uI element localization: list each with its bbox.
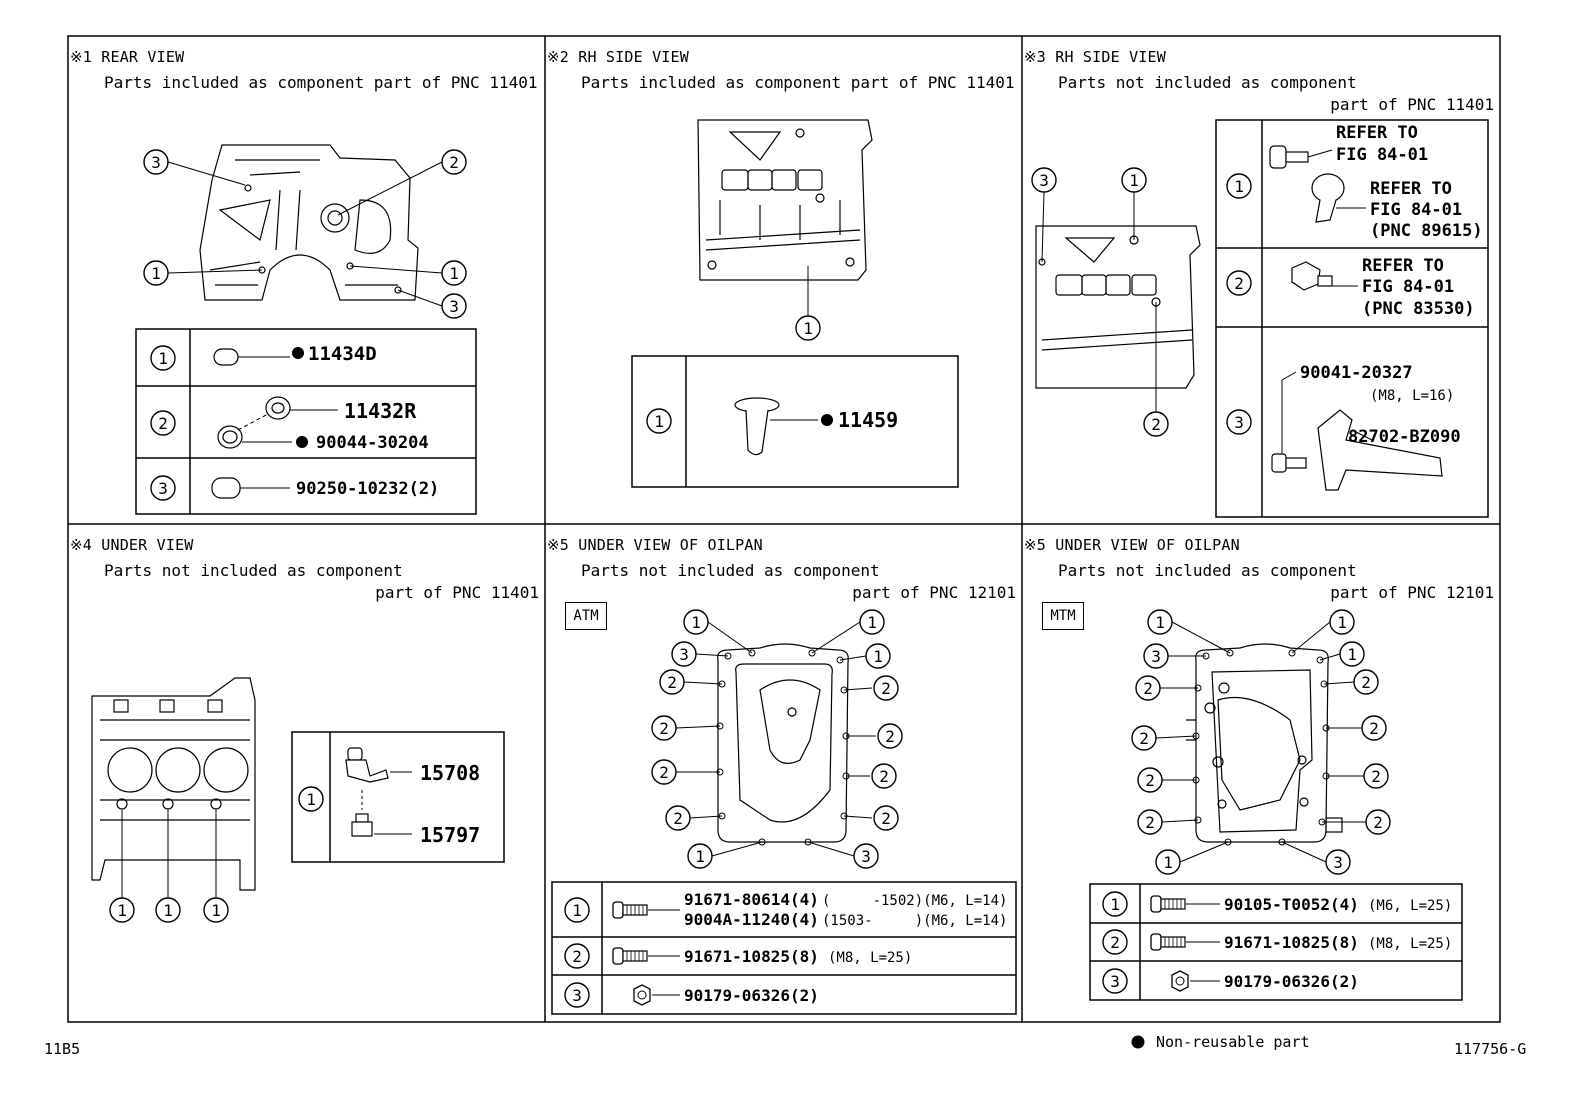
panel-rear-view: ※1 REAR VIEW Parts included as component… xyxy=(68,36,545,524)
part-spec: (M8, L=16) xyxy=(1370,388,1454,404)
part-90179-06326: 90179-06326(2) xyxy=(684,986,819,1005)
oilpan-mtm-leaders xyxy=(1155,621,1366,863)
oil-jet-icon xyxy=(345,747,412,837)
part-90044-30204: 90044-30204 xyxy=(316,433,429,453)
part-spec: (M8, L=25) xyxy=(1368,936,1452,952)
part-11459: 11459 xyxy=(838,408,898,432)
variant-tag-atm: ATM xyxy=(565,602,607,630)
under-view-parts-table xyxy=(291,731,505,863)
part-91671-80614: 91671-80614(4) xyxy=(684,890,819,909)
non-reusable-mark-icon xyxy=(296,436,308,448)
non-reusable-legend-label: Non-reusable part xyxy=(1156,1033,1310,1051)
rear-view-parts-table xyxy=(135,328,477,515)
panel-oilpan-mtm: ※5 UNDER VIEW OF OILPAN Parts not includ… xyxy=(1022,524,1500,1022)
part-9004A-11240: 9004A-11240(4) xyxy=(684,910,819,929)
refer-text: REFER TO xyxy=(1370,179,1452,199)
under-view-drawing xyxy=(91,677,256,891)
panel-note: Parts not included as component xyxy=(104,561,403,580)
part-15708: 15708 xyxy=(420,761,480,785)
refer-fig: FIG 84-01 xyxy=(1362,277,1454,297)
panel-note-pnc: part of PNC 11401 xyxy=(375,583,539,602)
refer-pnc: (PNC 83530) xyxy=(1362,299,1475,319)
panel-title: ※4 UNDER VIEW xyxy=(70,536,194,554)
part-91671-10825: 91671-10825(8) xyxy=(684,947,819,966)
part-15797: 15797 xyxy=(420,823,480,847)
panel-rh-side-view-2: ※3 RH SIDE VIEW Parts not included as co… xyxy=(1022,36,1500,524)
refer-text: REFER TO xyxy=(1336,123,1418,143)
rh-side-2-parts-table xyxy=(1215,119,1489,518)
rh-side-view-2-drawing xyxy=(1035,225,1201,389)
oilpan-atm-parts-table xyxy=(551,881,1017,1015)
sheet-code-right: 117756-G xyxy=(1454,1040,1527,1058)
panel-note: Parts not included as component xyxy=(1058,73,1357,92)
part-spec: (M8, L=25) xyxy=(828,950,912,966)
rh-side-view-2-leaders xyxy=(1041,191,1157,412)
knock-sensor-icon xyxy=(1269,145,1366,223)
oilpan-mtm-parts-table xyxy=(1089,883,1463,1001)
panel-note-pnc: part of PNC 12101 xyxy=(852,583,1016,602)
non-reusable-mark-icon xyxy=(292,347,304,359)
panel-note: Parts included as component part of PNC … xyxy=(581,73,1015,92)
non-reusable-mark-icon xyxy=(821,414,833,426)
part-spec: ( -1502)(M6, L=14) xyxy=(822,893,1007,909)
panel-oilpan-atm: ※5 UNDER VIEW OF OILPAN Parts not includ… xyxy=(545,524,1022,1022)
table-leaders xyxy=(648,909,680,996)
refer-fig: FIG 84-01 xyxy=(1336,145,1428,165)
rear-view-drawing xyxy=(199,144,419,301)
part-82702-BZ090: 82702-BZ090 xyxy=(1348,427,1461,447)
panel-note: Parts not included as component xyxy=(1058,561,1357,580)
part-spec: (M6, L=25) xyxy=(1368,898,1452,914)
refer-pnc: (PNC 89615) xyxy=(1370,221,1483,241)
refer-text: REFER TO xyxy=(1362,256,1444,276)
plug-and-seal-icon xyxy=(217,396,338,449)
oilpan-atm-leaders xyxy=(675,621,876,857)
under-view-leaders xyxy=(121,810,217,898)
sheet-frame xyxy=(67,35,1501,1023)
panel-note: Parts included as component part of PNC … xyxy=(104,73,538,92)
panel-note: Parts not included as component xyxy=(581,561,880,580)
panel-rh-side-view: ※2 RH SIDE VIEW Parts included as compon… xyxy=(545,36,1022,524)
part-90041-20327: 90041-20327 xyxy=(1300,363,1413,383)
sheet-code-left: 11B5 xyxy=(44,1040,81,1058)
sleeve-icon xyxy=(734,397,818,456)
non-reusable-legend-icon xyxy=(1131,1035,1145,1049)
part-90105-T0052: 90105-T0052(4) xyxy=(1224,895,1359,914)
plug-icon xyxy=(211,477,290,499)
part-90179-06326: 90179-06326(2) xyxy=(1224,972,1359,991)
part-91671-10825: 91671-10825(8) xyxy=(1224,933,1359,952)
panel-under-view: ※4 UNDER VIEW Parts not included as comp… xyxy=(68,524,545,1022)
rh-side-parts-table xyxy=(631,355,959,488)
panel-title: ※3 RH SIDE VIEW xyxy=(1024,48,1166,66)
panel-title: ※5 UNDER VIEW OF OILPAN xyxy=(547,536,763,554)
rh-side-view-drawing xyxy=(697,119,873,281)
oil-pressure-switch-icon xyxy=(1291,261,1358,291)
panel-title: ※5 UNDER VIEW OF OILPAN xyxy=(1024,536,1240,554)
part-spec: (1503- )(M6, L=14) xyxy=(822,913,1007,929)
bracket-and-bolt-icon xyxy=(1271,371,1443,491)
refer-fig: FIG 84-01 xyxy=(1370,200,1462,220)
rear-view-leaders xyxy=(167,161,443,307)
panel-note-pnc: part of PNC 12101 xyxy=(1330,583,1494,602)
part-90250-10232: 90250-10232(2) xyxy=(296,479,439,499)
part-11434D: 11434D xyxy=(308,343,377,365)
panel-title: ※1 REAR VIEW xyxy=(70,48,185,66)
pin-icon xyxy=(213,348,290,366)
variant-tag-mtm: MTM xyxy=(1042,602,1084,630)
panel-title: ※2 RH SIDE VIEW xyxy=(547,48,689,66)
table-leaders xyxy=(1186,903,1220,982)
panel-note-pnc: part of PNC 11401 xyxy=(1330,95,1494,114)
part-11432R: 11432R xyxy=(344,399,417,423)
